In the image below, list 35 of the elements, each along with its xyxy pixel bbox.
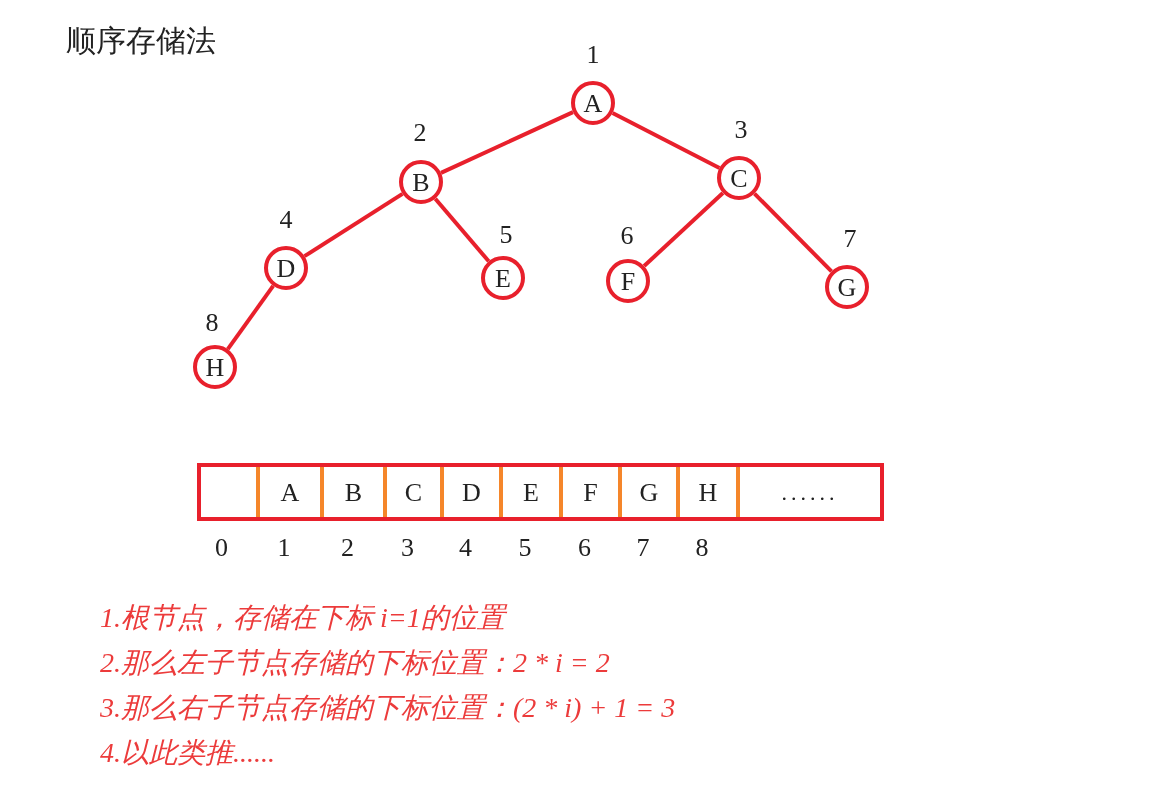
array-index-number: 2 (341, 535, 354, 561)
note-line: 4.以此类推...... (100, 736, 276, 770)
node-index-number: 2 (413, 120, 427, 146)
node-index-number: 3 (734, 117, 748, 143)
tree-edge (433, 197, 491, 263)
node-index-number: 4 (279, 207, 293, 233)
node-index-number: 5 (499, 222, 513, 248)
node-index-number: 1 (586, 42, 600, 68)
array-index-number: 6 (578, 535, 591, 561)
array-cell: D (444, 467, 503, 517)
note-line: 1.根节点，存储在下标 i=1的位置 (100, 600, 676, 636)
array-index-number: 7 (636, 535, 650, 561)
array-index-number: 0 (215, 535, 228, 561)
array-index-number: 5 (518, 535, 532, 561)
array-index-number: 3 (401, 535, 414, 561)
array-index-number: 1 (277, 535, 291, 561)
note-line: 3.那么右子节点存储的下标位置：(2 * i) + 1 = 3 (100, 691, 676, 725)
array-cell: A (260, 467, 324, 517)
array-cell: B (324, 467, 387, 517)
node-index-number: 8 (205, 310, 219, 336)
array-index-number: 8 (695, 535, 709, 561)
tree-edge (753, 192, 833, 273)
array-box (197, 463, 884, 521)
array-cell: F (563, 467, 622, 517)
title: 顺序存储法 (66, 26, 216, 56)
array-cell: ...... (740, 467, 880, 517)
array-cell: C (387, 467, 444, 517)
tree-edge (642, 191, 725, 268)
array-index-number: 4 (459, 535, 472, 561)
array-cell: G (622, 467, 680, 517)
array-cell: H (680, 467, 740, 517)
note-line: 2.那么左子节点存储的下标位置：2 * i = 2 (100, 646, 611, 680)
node-index-number: 7 (843, 226, 857, 252)
node-index-number: 6 (620, 223, 634, 249)
array-cell: E (503, 467, 563, 517)
